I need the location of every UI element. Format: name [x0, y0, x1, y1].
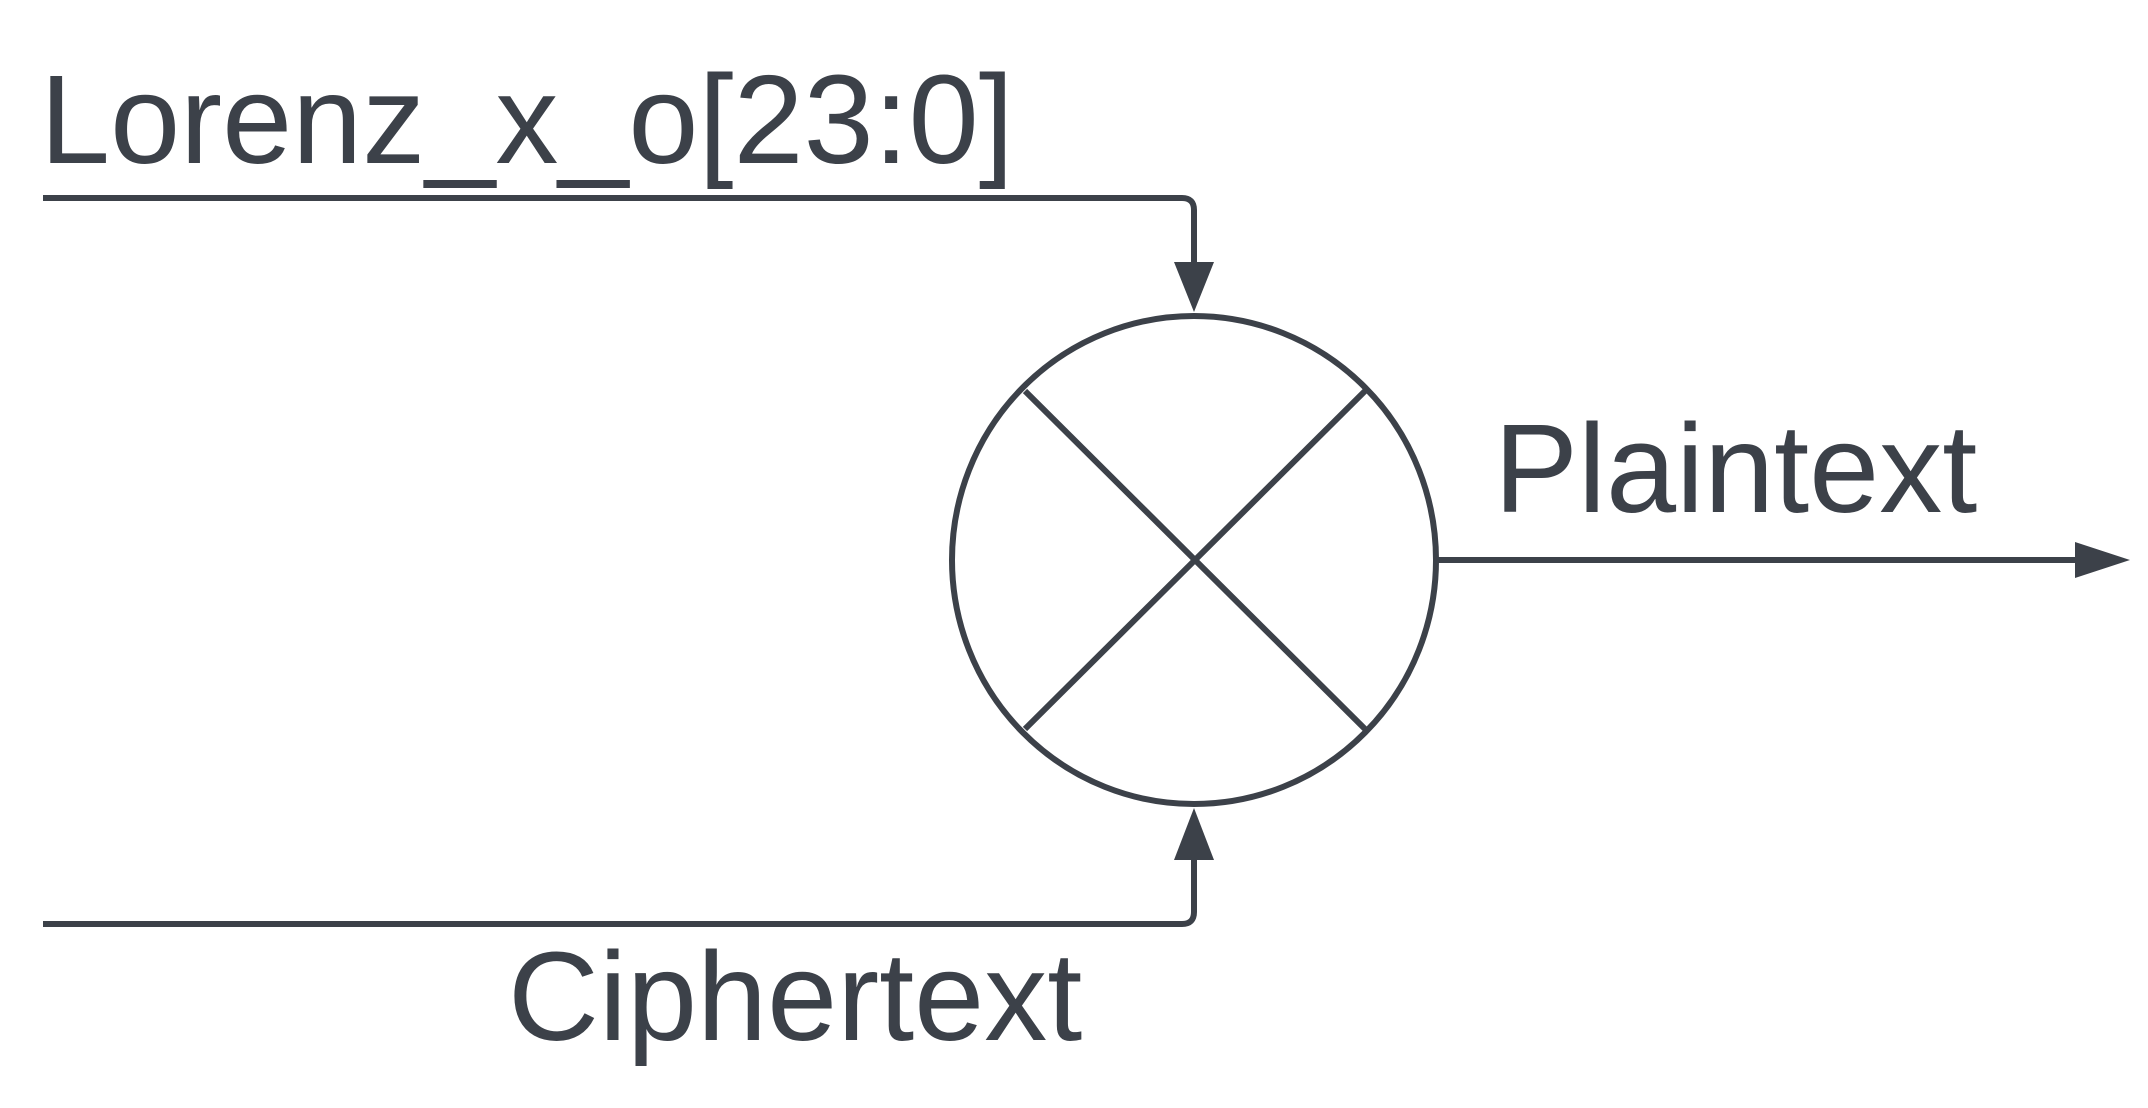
- cipher-input-label: Ciphertext: [508, 926, 1082, 1067]
- plaintext-output-arrowhead: [2075, 542, 2130, 578]
- key-input-label: Lorenz_x_o[23:0]: [40, 49, 1014, 190]
- cipher-input-wire: [43, 858, 1197, 927]
- cipher-input-arrowhead: [1174, 808, 1214, 860]
- key-input-wire: [43, 195, 1197, 262]
- xor-cross-circle-icon: [949, 313, 1439, 807]
- key-input-arrowhead: [1174, 262, 1214, 312]
- plaintext-output-label: Plaintext: [1494, 398, 1977, 539]
- xor-cross-line-2: [1022, 388, 1368, 732]
